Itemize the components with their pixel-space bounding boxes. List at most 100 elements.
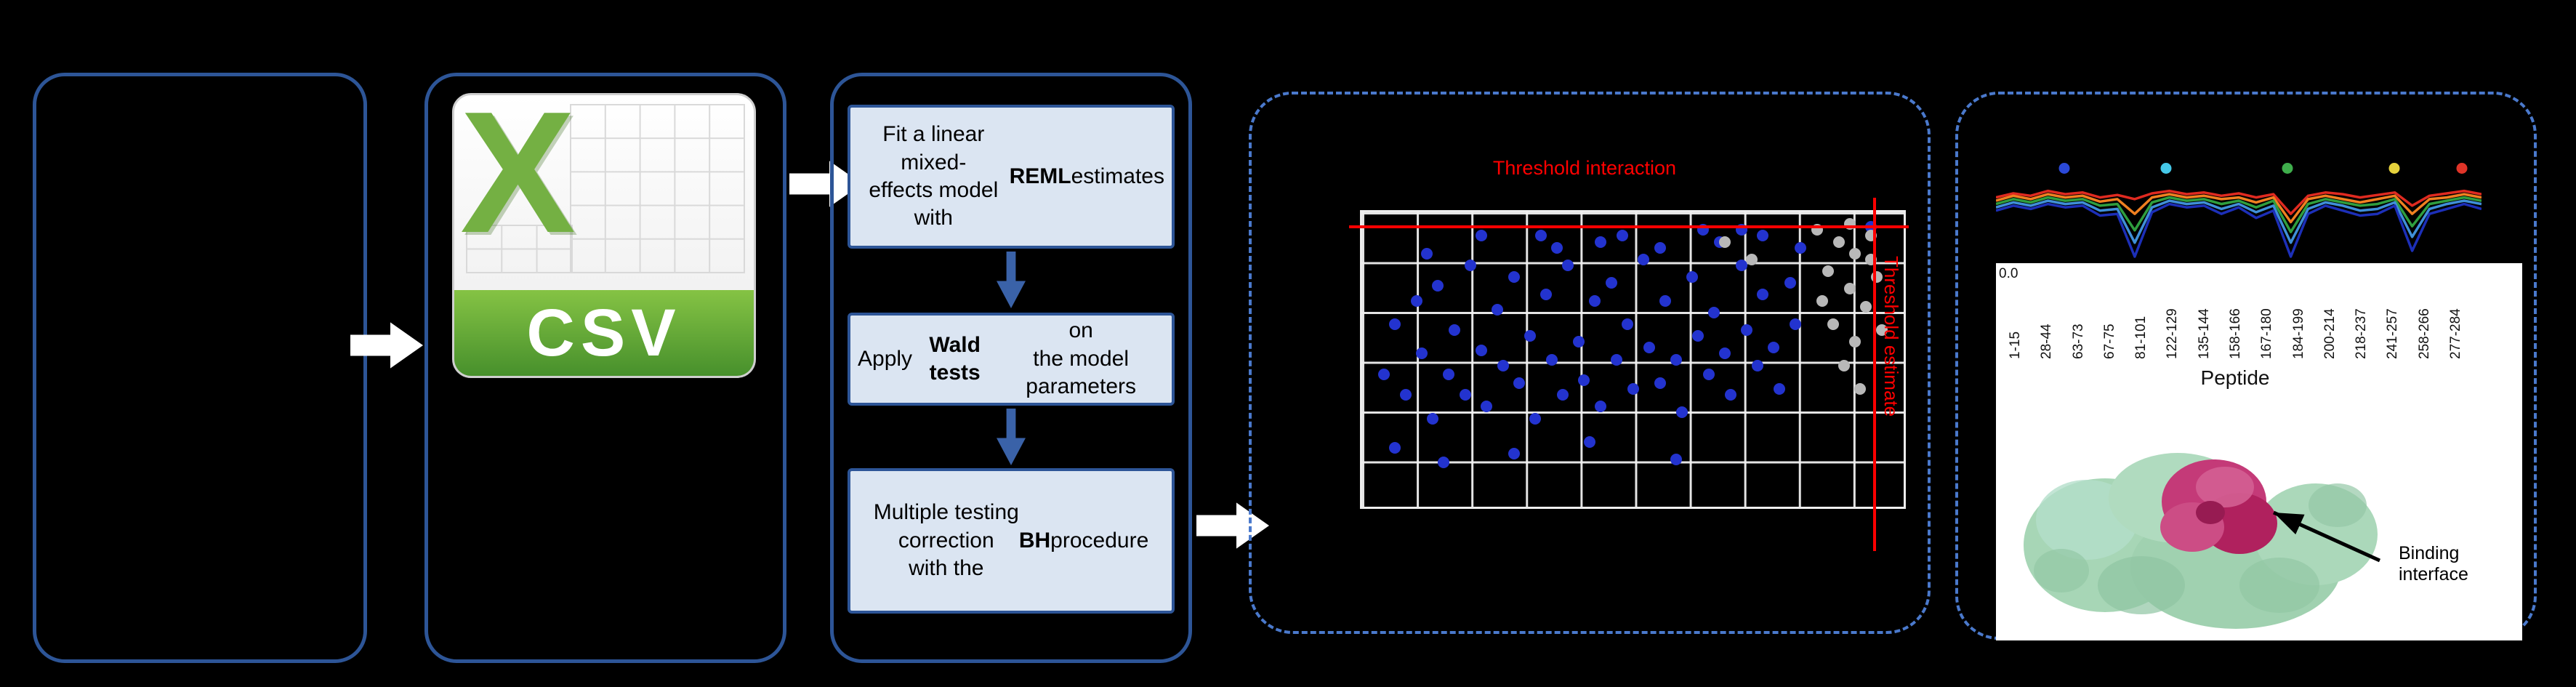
volcano-points bbox=[1362, 212, 1904, 507]
panel-volcano bbox=[1249, 92, 1931, 634]
binding-interface-label: Binding interface bbox=[2399, 543, 2468, 584]
scatter-point bbox=[1432, 280, 1444, 292]
scatter-point bbox=[1529, 412, 1542, 425]
scatter-point bbox=[1790, 318, 1801, 330]
deuteration-series-red bbox=[1996, 189, 2482, 215]
deuteration-series-light-blue bbox=[1996, 199, 2482, 244]
peptide-axis-label: Peptide bbox=[2200, 366, 2270, 389]
scatter-point bbox=[1556, 389, 1569, 401]
scatter-point bbox=[1465, 259, 1476, 271]
scatter-point bbox=[1654, 241, 1666, 254]
peptide-tick-label: 81-101 bbox=[2133, 316, 2149, 359]
scatter-point bbox=[1578, 374, 1590, 386]
scatter-point bbox=[1843, 283, 1856, 295]
deuteration-series-dark-blue bbox=[1996, 202, 2482, 258]
y-axis-origin-tick: 0.0 bbox=[1999, 266, 2018, 281]
peptide-tick-label: 122-129 bbox=[2165, 308, 2181, 359]
peptide-tick-label: 184-199 bbox=[2290, 308, 2306, 359]
threshold-interaction-label: Threshold interaction bbox=[1492, 157, 1677, 179]
spreadsheet-grid-icon bbox=[466, 224, 573, 274]
scatter-point bbox=[1848, 336, 1861, 348]
scatter-point bbox=[1832, 236, 1845, 248]
scatter-point bbox=[1497, 359, 1509, 371]
scatter-point bbox=[1827, 318, 1840, 330]
scatter-point bbox=[1691, 330, 1704, 342]
scatter-point bbox=[1448, 324, 1460, 336]
scatter-point bbox=[1719, 236, 1731, 248]
scatter-point bbox=[1702, 368, 1715, 380]
scatter-point bbox=[1551, 241, 1563, 254]
legend-dot-icon bbox=[2456, 163, 2468, 174]
peptide-tick-label: 28-44 bbox=[2039, 324, 2055, 359]
scatter-point bbox=[1751, 359, 1763, 371]
scatter-point bbox=[1735, 259, 1747, 271]
scatter-point bbox=[1773, 383, 1785, 395]
scatter-point bbox=[1508, 448, 1520, 460]
scatter-point bbox=[1475, 345, 1487, 357]
scatter-point bbox=[1670, 454, 1683, 466]
deuteration-lines-chart bbox=[1996, 189, 2482, 258]
scatter-point bbox=[1876, 324, 1888, 336]
deuteration-legend-dots bbox=[1996, 163, 2482, 174]
legend-dot-icon bbox=[2058, 163, 2070, 174]
peptide-tick-label: 277-284 bbox=[2447, 308, 2463, 359]
protein-structure-illustration bbox=[2024, 453, 2381, 629]
scatter-point bbox=[1475, 230, 1487, 242]
scatter-point bbox=[1583, 435, 1595, 448]
scatter-point bbox=[1589, 294, 1601, 307]
scatter-point bbox=[1562, 259, 1574, 271]
scatter-point bbox=[1659, 294, 1672, 307]
legend-dot-icon bbox=[2282, 163, 2293, 174]
scatter-point bbox=[1675, 406, 1688, 419]
scatter-point bbox=[1534, 230, 1547, 242]
scatter-point bbox=[1481, 401, 1493, 413]
scatter-point bbox=[1605, 277, 1617, 289]
peptide-tick-label: 258-266 bbox=[2416, 308, 2432, 359]
threshold-line-vertical bbox=[1873, 198, 1876, 551]
scatter-point bbox=[1638, 253, 1650, 265]
spreadsheet-grid-icon bbox=[569, 103, 745, 274]
scatter-point bbox=[1795, 241, 1807, 254]
scatter-point bbox=[1594, 236, 1606, 248]
step-fit-model: Fit a linear mixed- effects model with R… bbox=[848, 105, 1175, 249]
scatter-point bbox=[1459, 389, 1471, 401]
scatter-point bbox=[1719, 347, 1731, 360]
scatter-point bbox=[1768, 342, 1780, 354]
scatter-point bbox=[1508, 271, 1520, 284]
scatter-point bbox=[1757, 289, 1769, 301]
panel-model bbox=[830, 73, 1192, 663]
scatter-point bbox=[1838, 359, 1851, 371]
peptide-tick-label: 67-75 bbox=[2101, 324, 2117, 359]
panel-input bbox=[33, 73, 367, 663]
scatter-point bbox=[1415, 347, 1428, 360]
scatter-point bbox=[1616, 230, 1628, 242]
scatter-point bbox=[1594, 401, 1606, 413]
scatter-point bbox=[1848, 247, 1861, 260]
legend-dot-icon bbox=[2160, 163, 2172, 174]
deuteration-series-orange bbox=[1996, 193, 2482, 224]
peptide-tick-label: 241-257 bbox=[2385, 308, 2401, 359]
step-bh-correction: Multiple testing correction with the BH … bbox=[848, 468, 1175, 614]
peptide-tick-label: 218-237 bbox=[2354, 308, 2370, 359]
csv-format-banner: CSV bbox=[454, 290, 754, 376]
scatter-point bbox=[1377, 368, 1390, 380]
scatter-point bbox=[1545, 353, 1558, 366]
excel-x-logo-icon: X bbox=[460, 93, 576, 269]
peptide-tick-label: 135-144 bbox=[2196, 308, 2212, 359]
scatter-point bbox=[1513, 377, 1526, 389]
scatter-point bbox=[1854, 383, 1867, 395]
scatter-point bbox=[1654, 377, 1666, 389]
scatter-point bbox=[1627, 383, 1639, 395]
scatter-point bbox=[1708, 306, 1720, 318]
scatter-point bbox=[1822, 265, 1834, 277]
scatter-point bbox=[1443, 368, 1455, 380]
panel-csv bbox=[424, 73, 786, 663]
peptide-tick-label: 167-180 bbox=[2259, 308, 2275, 359]
scatter-point bbox=[1421, 247, 1433, 260]
deuteration-series-green bbox=[1996, 196, 2482, 233]
scatter-point bbox=[1686, 271, 1699, 284]
volcano-plot bbox=[1360, 210, 1906, 509]
